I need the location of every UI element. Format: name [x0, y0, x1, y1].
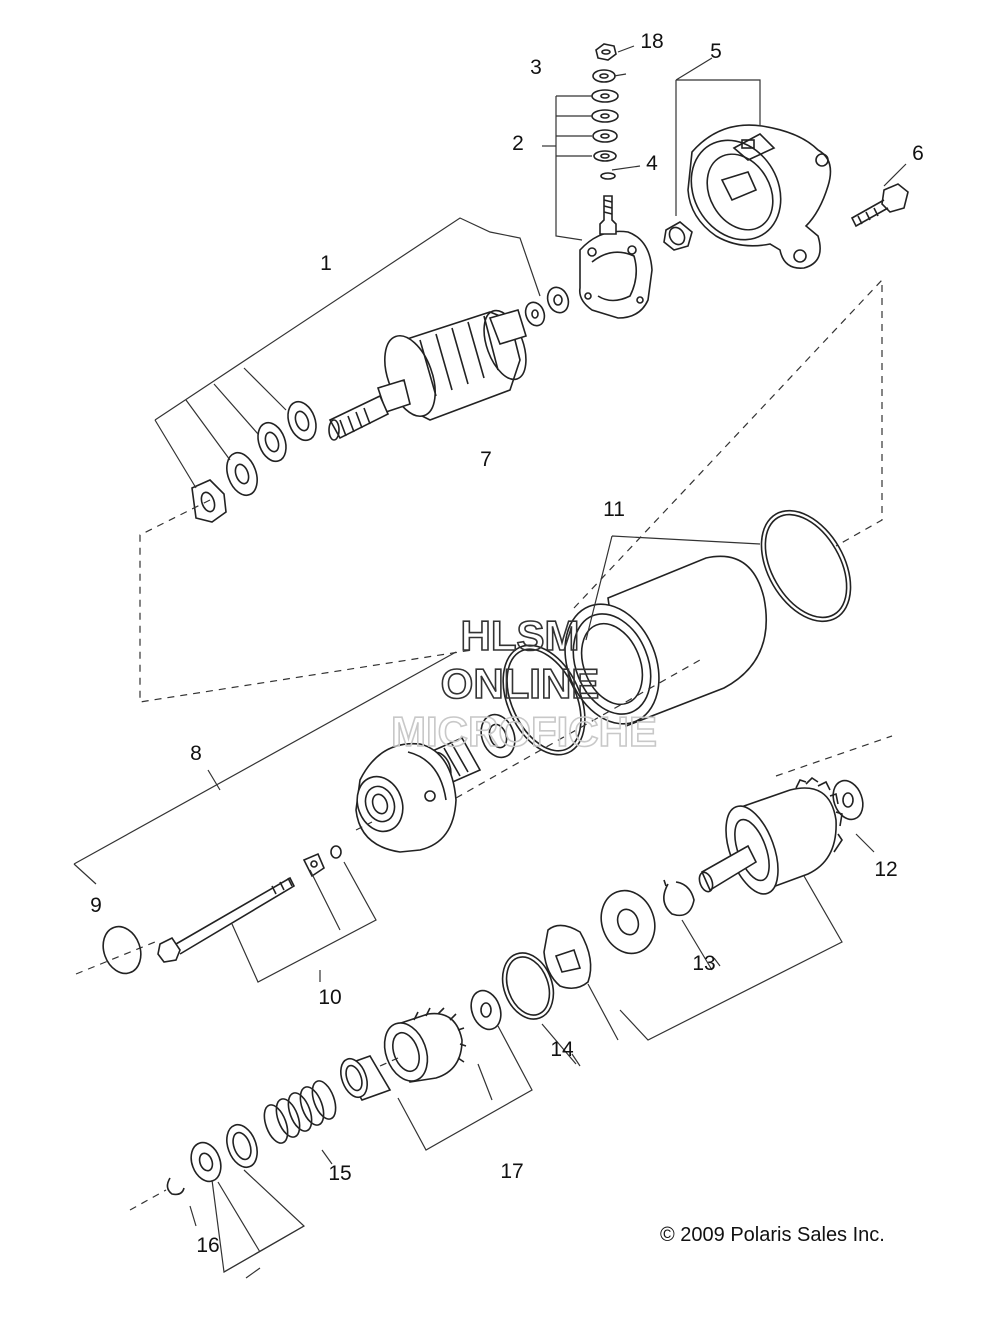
assembly-dashline-middle — [75, 659, 893, 975]
callout-10: 10 — [318, 986, 341, 1009]
callout-labels: 18 3 5 2 4 6 1 7 11 8 9 10 12 13 14 15 1… — [90, 30, 924, 1257]
callout-14: 14 — [550, 1038, 574, 1061]
c-clip-part — [166, 1177, 185, 1196]
armature-part — [328, 309, 527, 441]
callout-3: 3 — [530, 56, 542, 79]
callout-6: 6 — [912, 142, 924, 165]
callout-7: 7 — [480, 448, 492, 471]
brush-plate-part — [578, 230, 653, 319]
bolt-part — [850, 183, 909, 228]
bushing-part — [663, 221, 693, 251]
callout-5: 5 — [710, 40, 722, 63]
leader-lines-lower — [189, 833, 875, 1279]
washer-12-part — [832, 779, 864, 821]
callout-15: 15 — [328, 1162, 351, 1185]
watermark: HLSM ONLINE MICROFICHE — [390, 611, 658, 756]
callout-12: 12 — [874, 858, 897, 881]
callout-2: 2 — [512, 132, 524, 155]
sleeve-part — [340, 1055, 392, 1101]
yoke-housing-part — [564, 555, 768, 728]
nut-part — [592, 43, 617, 83]
leader-lines-1 — [154, 217, 541, 489]
callout-4: 4 — [646, 152, 658, 175]
copyright-notice: © 2009 Polaris Sales Inc. — [660, 1224, 885, 1246]
through-bolt-part — [157, 845, 342, 963]
shim-washer-part — [226, 400, 317, 497]
spring-part — [263, 1080, 337, 1144]
watermark-line-1: HLSM — [461, 612, 580, 659]
o-ring-part — [760, 509, 852, 623]
callout-16: 16 — [196, 1234, 219, 1257]
front-cover-part — [355, 742, 457, 853]
watermark-line-3: MICROFICHE — [391, 708, 657, 755]
drive-shaft-gear-part — [698, 776, 843, 895]
leader-lines-8-10-11 — [73, 535, 761, 983]
end-cap-housing-part — [687, 124, 832, 269]
cap-part — [102, 925, 142, 975]
callout-1: 1 — [320, 252, 332, 275]
collar-part — [190, 1123, 258, 1183]
callout-13: 13 — [692, 952, 715, 975]
callout-8: 8 — [190, 742, 202, 765]
clutch-half-part — [543, 924, 592, 990]
assembly-dashline-lower — [129, 1057, 399, 1211]
spring-ring-part — [501, 952, 555, 1020]
callout-9: 9 — [90, 894, 102, 917]
callout-11: 11 — [603, 498, 625, 521]
o-ring-left-part — [502, 644, 586, 756]
washer-stack-part — [591, 89, 619, 162]
washer-14-part — [470, 989, 502, 1031]
stop-washer-part — [600, 889, 656, 955]
bearing-part — [428, 713, 516, 786]
terminal-bolt-part — [599, 172, 617, 235]
pinion-gear-part — [383, 1007, 467, 1083]
callout-17: 17 — [500, 1160, 523, 1183]
callout-18: 18 — [640, 30, 663, 53]
snap-ring-part — [663, 879, 695, 917]
thrust-washer-part — [524, 286, 570, 327]
assembly-dashline-upper — [139, 278, 883, 703]
watermark-line-2: ONLINE — [441, 660, 600, 707]
leader-lines-2-5 — [542, 45, 907, 241]
